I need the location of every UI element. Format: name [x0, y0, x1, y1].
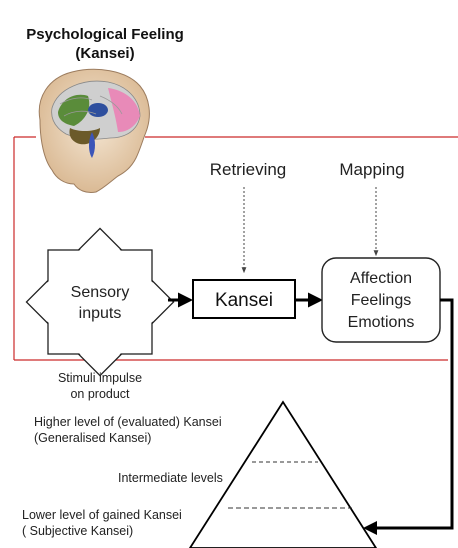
affection-line-3: Emotions — [348, 314, 415, 331]
lower-level-line-2: ( Subjective Kansei) — [22, 524, 133, 538]
title-line-2: (Kansei) — [75, 45, 134, 62]
lower-level-line-1: Lower level of gained Kansei — [22, 508, 182, 522]
stimuli-line-1: Stimuli impulse — [58, 371, 142, 385]
star-icon — [25, 227, 175, 377]
stimuli-line-2: on product — [70, 387, 130, 401]
mapping-label: Mapping — [339, 160, 404, 179]
sensory-line-1: Sensory — [71, 284, 130, 301]
affection-to-pyramid-connector — [375, 298, 454, 530]
affection-line-2: Feelings — [351, 292, 411, 309]
higher-level-line-2: (Generalised Kansei) — [34, 431, 151, 445]
affection-line-1: Affection — [350, 270, 412, 287]
higher-level-line-1: Higher level of (evaluated) Kansei — [34, 415, 222, 429]
intermediate-levels-label: Intermediate levels — [118, 471, 223, 485]
brain-icon — [38, 68, 150, 193]
retrieving-label: Retrieving — [210, 160, 287, 179]
sensory-line-2: inputs — [79, 305, 122, 322]
kansei-label: Kansei — [215, 290, 273, 311]
title-line-1: Psychological Feeling — [26, 26, 184, 43]
connector-arrowhead — [363, 521, 377, 535]
kansei-pyramid — [188, 400, 378, 548]
